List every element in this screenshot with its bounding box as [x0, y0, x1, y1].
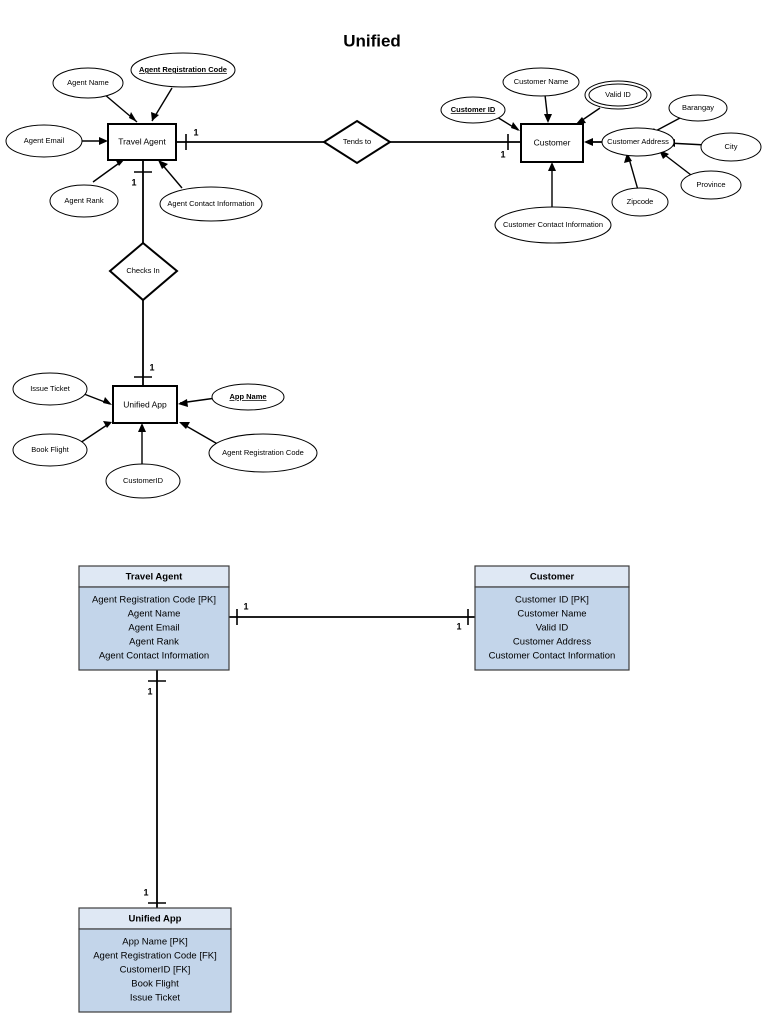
schema-cardinality-customer: 1: [456, 621, 461, 631]
entity-customer-label: Customer: [534, 137, 571, 147]
attr-barangay[interactable]: Barangay: [668, 94, 728, 122]
cardinality-ta-tends-to: 1: [193, 127, 198, 137]
attr-agent-rank[interactable]: Agent Rank: [49, 184, 119, 218]
schema-field: Agent Contact Information: [99, 651, 209, 662]
schema-field: Agent Registration Code [FK]: [93, 951, 217, 962]
entity-travel-agent-label: Travel Agent: [118, 136, 166, 146]
attr-app-name-label: App Name: [229, 392, 266, 401]
schema-cardinality-ta: 1: [243, 601, 248, 611]
schema-field: Issue Ticket: [130, 993, 181, 1004]
schema-field: Agent Rank: [129, 637, 179, 648]
attr-agent-registration-code[interactable]: Agent Registration Code: [130, 52, 236, 88]
attr-agent-name[interactable]: Agent Name: [52, 67, 124, 99]
schema-field: Customer Contact Information: [489, 651, 616, 662]
schema-field: Agent Email: [128, 623, 179, 634]
attr-customerid[interactable]: CustomerID: [105, 463, 181, 499]
attr-book-flight[interactable]: Book Flight: [12, 433, 88, 467]
schema-field: CustomerID [FK]: [120, 965, 191, 976]
schema-field: App Name [PK]: [122, 937, 187, 948]
attr-app-agent-registration-code[interactable]: Agent Registration Code: [208, 433, 318, 473]
attr-customer-contact-information[interactable]: Customer Contact Information: [494, 206, 612, 244]
attr-book-flight-label: Book Flight: [31, 445, 69, 454]
attr-agent-contact-information[interactable]: Agent Contact Information: [159, 186, 263, 222]
schema-field: Book Flight: [131, 979, 179, 990]
attr-agent-rank-label: Agent Rank: [64, 196, 103, 205]
attr-issue-ticket-label: Issue Ticket: [30, 384, 71, 393]
schema-table-travel-agent-title: Travel Agent: [126, 572, 184, 583]
attr-province-label: Province: [696, 180, 725, 189]
schema-field: Agent Registration Code [PK]: [92, 595, 216, 606]
schema-field: Customer Name: [517, 609, 586, 620]
schema-table-customer-title: Customer: [530, 572, 575, 583]
attr-customer-id[interactable]: Customer ID: [440, 96, 506, 124]
attr-customer-name-label: Customer Name: [514, 77, 569, 86]
attr-city-label: City: [725, 142, 738, 151]
entity-customer[interactable]: [520, 123, 584, 163]
schema-cardinality-app-vertical: 1: [143, 887, 148, 897]
schema-field: Customer Address: [513, 637, 591, 648]
schema-table-unified-app[interactable]: Unified App App Name [PK] Agent Registra…: [78, 907, 232, 1013]
attr-customer-address[interactable]: Customer Address: [601, 127, 675, 157]
cardinality-ta-checks-in: 1: [131, 177, 136, 187]
attr-zipcode-label: Zipcode: [627, 197, 654, 206]
relationship-checks-in-label: Checks In: [126, 266, 159, 275]
entity-unified-app-label: Unified App: [123, 399, 167, 409]
attr-customer-name[interactable]: Customer Name: [502, 67, 580, 97]
cardinality-unified-app-checks-in: 1: [149, 362, 154, 372]
attr-customerid-label: CustomerID: [123, 476, 164, 485]
attr-issue-ticket[interactable]: Issue Ticket: [12, 372, 88, 406]
attr-valid-id[interactable]: Valid ID: [584, 80, 652, 110]
attr-agent-registration-code-label: Agent Registration Code: [139, 65, 227, 74]
attr-barangay-label: Barangay: [682, 103, 714, 112]
entity-unified-app[interactable]: [112, 385, 178, 424]
attr-customer-contact-information-label: Customer Contact Information: [503, 220, 603, 229]
schema-cardinality-ta-vertical: 1: [147, 686, 152, 696]
attr-valid-id-label: Valid ID: [605, 90, 631, 99]
attr-app-agent-registration-code-label: Agent Registration Code: [222, 448, 304, 457]
attr-agent-contact-information-label: Agent Contact Information: [167, 199, 254, 208]
attr-agent-email[interactable]: Agent Email: [5, 124, 83, 158]
schema-table-customer[interactable]: Customer Customer ID [PK] Customer Name …: [474, 565, 630, 671]
relationship-tends-to[interactable]: [322, 119, 392, 165]
page-title: Unified: [343, 31, 401, 50]
attr-agent-email-label: Agent Email: [24, 136, 65, 145]
relationship-tends-to-label: Tends to: [343, 137, 371, 146]
unified-app-attr-links: [79, 393, 222, 469]
cardinality-customer-tends-to: 1: [500, 149, 505, 159]
attr-zipcode[interactable]: Zipcode: [611, 187, 669, 217]
schema-field: Valid ID: [536, 623, 569, 634]
schema-field: Agent Name: [128, 609, 181, 620]
attr-customer-id-label: Customer ID: [451, 105, 496, 114]
attr-province[interactable]: Province: [680, 170, 742, 200]
schema-table-unified-app-title: Unified App: [129, 914, 182, 925]
attr-agent-name-label: Agent Name: [67, 78, 109, 87]
attr-customer-address-label: Customer Address: [607, 137, 669, 146]
attr-app-name[interactable]: App Name: [211, 383, 285, 411]
schema-table-travel-agent[interactable]: Travel Agent Agent Registration Code [PK…: [78, 565, 230, 671]
schema-field: Customer ID [PK]: [515, 595, 589, 606]
attr-city[interactable]: City: [700, 132, 762, 162]
